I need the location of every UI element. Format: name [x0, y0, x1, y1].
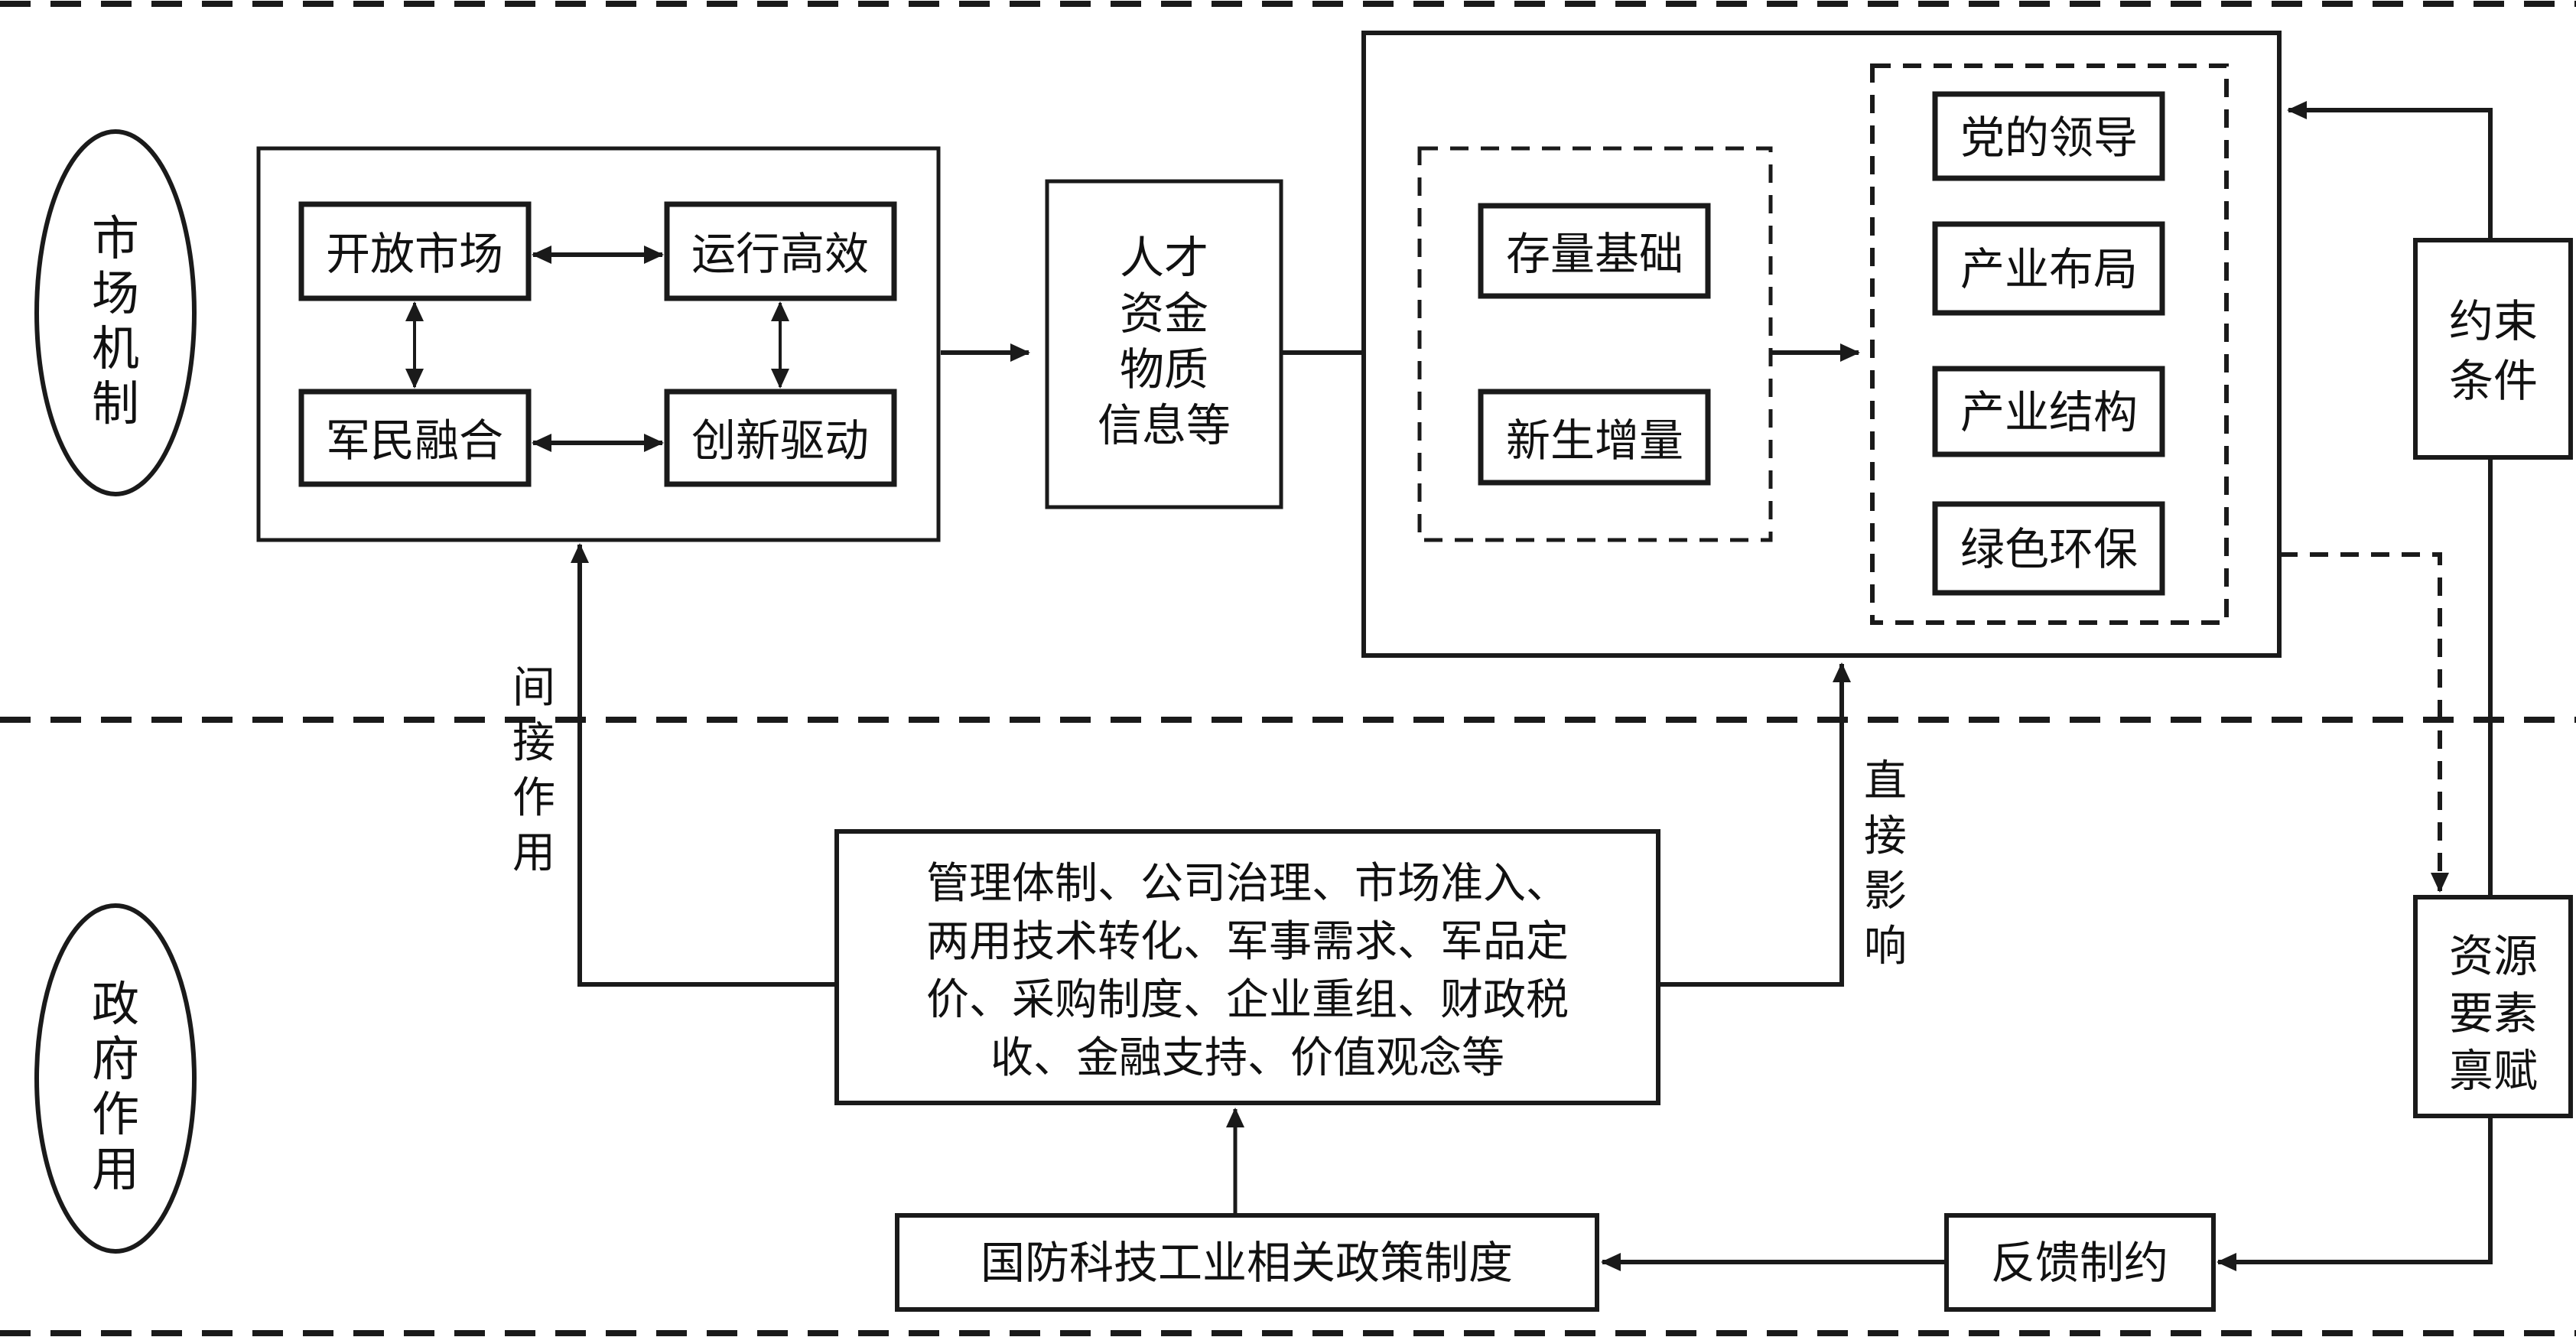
node-green-environment: 绿色环保: [1932, 501, 2165, 596]
label-direct-influence: 直 接 影 响: [1864, 756, 1907, 971]
svg-text:绿色环保: 绿色环保: [1960, 523, 2138, 575]
svg-text:禀赋: 禀赋: [2449, 1045, 2538, 1097]
svg-text:存量基础: 存量基础: [1506, 228, 1683, 280]
svg-text:创新驱动: 创新驱动: [691, 415, 869, 467]
policy-measures-box: 管理体制、公司治理、市场准入、 两用技术转化、军事需求、军品定 价、采购制度、企…: [834, 829, 1660, 1105]
svg-text:资金: 资金: [1120, 288, 1208, 340]
svg-text:资源: 资源: [2449, 930, 2538, 982]
feedback-constraint-box: 反馈制约: [1944, 1213, 2216, 1312]
svg-text:新生增量: 新生增量: [1506, 415, 1683, 467]
svg-text:开放市场: 开放市场: [326, 228, 503, 280]
industry-dimensions-dashed-group: [1870, 63, 2229, 625]
node-civil-military-integration: 军民融合: [298, 389, 532, 487]
svg-text:信息等: 信息等: [1098, 399, 1231, 451]
svg-text:作: 作: [512, 773, 555, 823]
market-char: 机: [92, 320, 139, 376]
government-char: 政: [92, 976, 139, 1032]
svg-text:产业布局: 产业布局: [1960, 243, 2138, 295]
node-innovation-driven: 创新驱动: [664, 389, 897, 487]
resource-endowment-box: 资源 要素 禀赋: [2413, 895, 2573, 1118]
svg-text:国防科技工业相关政策制度: 国防科技工业相关政策制度: [981, 1237, 1513, 1289]
policy-system-box: 国防科技工业相关政策制度: [895, 1213, 1599, 1312]
market-char: 场: [92, 265, 139, 321]
svg-text:接: 接: [1864, 812, 1907, 861]
svg-text:反馈制约: 反馈制约: [1991, 1237, 2168, 1289]
resources-box: 人才 资金 物质 信息等: [1045, 179, 1283, 509]
svg-text:收、金融支持、价值观念等: 收、金融支持、价值观念等: [990, 1033, 1504, 1083]
label-indirect-effect: 间 接 作 用: [512, 663, 555, 878]
svg-text:约束: 约束: [2449, 295, 2538, 347]
svg-text:直: 直: [1864, 756, 1907, 806]
government-char: 用: [92, 1141, 139, 1197]
svg-text:价、采购制度、企业重组、财政税: 价、采购制度、企业重组、财政税: [926, 975, 1569, 1025]
node-industrial-layout: 产业布局: [1932, 221, 2165, 316]
government-role-ellipse: 政 府 作 用: [34, 903, 197, 1254]
node-industrial-structure: 产业结构: [1932, 366, 2165, 457]
arrow-direct-influence: [1658, 662, 1851, 987]
svg-text:物质: 物质: [1120, 343, 1208, 395]
svg-text:响: 响: [1864, 922, 1907, 971]
svg-text:人才: 人才: [1120, 232, 1208, 284]
constraint-conditions-box: 约束 条件: [2413, 238, 2573, 460]
industry-base-dashed-group: [1417, 146, 1773, 542]
svg-text:要素: 要素: [2449, 987, 2538, 1039]
node-stock-base: 存量基础: [1478, 203, 1711, 299]
dashed-arrow-industry-to-endowment: [2279, 552, 2449, 893]
svg-text:管理体制、公司治理、市场准入、: 管理体制、公司治理、市场准入、: [926, 859, 1569, 909]
svg-text:接: 接: [512, 718, 555, 768]
svg-text:影: 影: [1864, 867, 1907, 916]
svg-text:间: 间: [512, 663, 555, 713]
arrow-endowment-to-feedback: [2217, 1116, 2493, 1271]
svg-text:用: 用: [512, 828, 555, 878]
market-mechanism-ellipse: 市 场 机 制: [34, 129, 197, 496]
svg-text:两用技术转化、军事需求、军品定: 两用技术转化、军事需求、军品定: [926, 917, 1569, 967]
node-efficient-operation: 运行高效: [664, 201, 897, 301]
svg-text:产业结构: 产业结构: [1960, 386, 2138, 438]
government-char: 府: [92, 1031, 139, 1087]
government-char: 作: [92, 1086, 139, 1142]
arrow-constraint-to-industry: [2287, 101, 2493, 240]
svg-text:军民融合: 军民融合: [326, 415, 503, 467]
arrow-indirect-effect: [571, 543, 837, 987]
node-open-market: 开放市场: [298, 201, 532, 301]
market-char: 制: [92, 376, 139, 431]
svg-text:条件: 条件: [2449, 355, 2538, 407]
node-new-increment: 新生增量: [1478, 389, 1711, 486]
svg-text:运行高效: 运行高效: [691, 228, 869, 280]
svg-text:党的领导: 党的领导: [1960, 112, 2138, 164]
node-party-leadership: 党的领导: [1932, 91, 2165, 181]
market-char: 市: [92, 210, 139, 266]
